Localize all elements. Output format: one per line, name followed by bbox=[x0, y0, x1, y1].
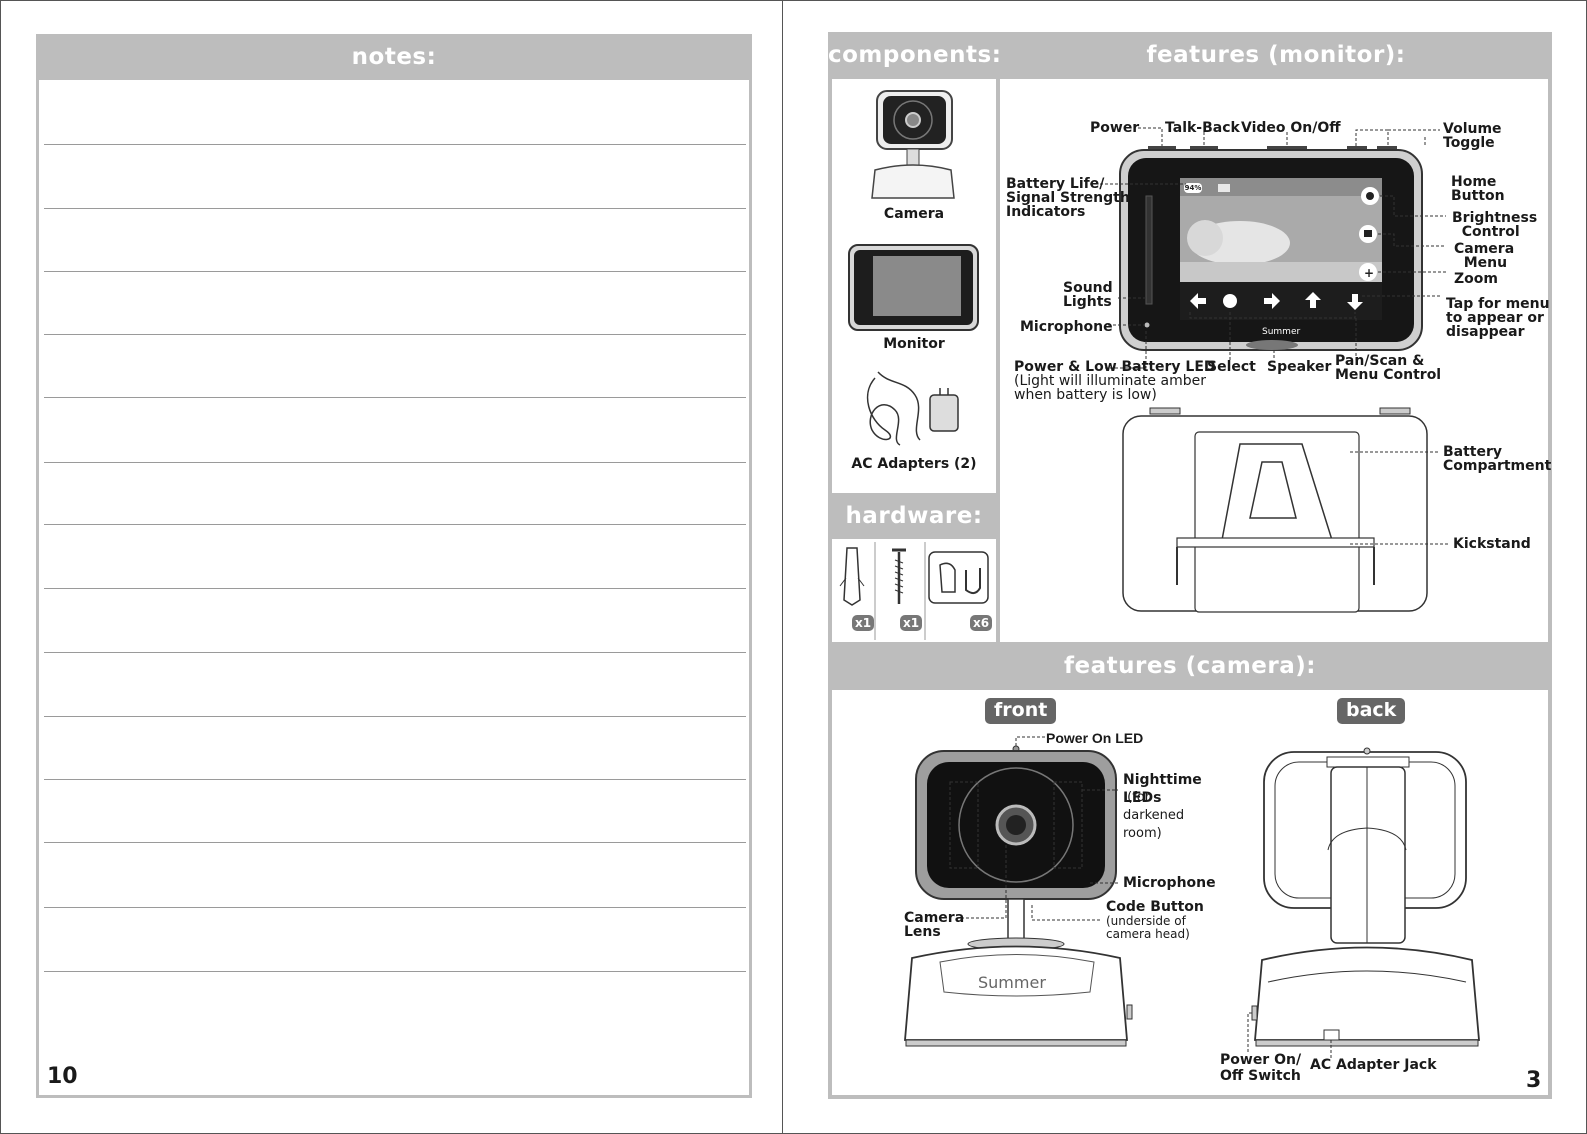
notes-line bbox=[44, 971, 746, 972]
notes-line bbox=[44, 334, 746, 335]
hardware-count-clips: x6 bbox=[970, 615, 993, 631]
notes-line bbox=[44, 524, 746, 525]
screen-battery-indicator: 94% bbox=[1184, 184, 1202, 192]
label-code-button: Code Button bbox=[1106, 899, 1204, 915]
camera-front-illustration: Summer bbox=[904, 745, 1133, 1047]
component-label-ac-adapters: AC Adapters (2) bbox=[851, 456, 977, 472]
label-home-button: Home Button bbox=[1451, 174, 1505, 204]
label-talkback: Talk-Back bbox=[1165, 120, 1240, 136]
page-number-left: 10 bbox=[47, 1064, 78, 1089]
hardware-illustrations bbox=[839, 542, 989, 640]
notes-line bbox=[44, 907, 746, 908]
back-tag: back bbox=[1337, 698, 1406, 724]
label-code-note: (underside of camera head) bbox=[1106, 914, 1190, 941]
camera-back-illustration bbox=[1251, 747, 1480, 1047]
notes-line bbox=[44, 842, 746, 843]
label-nighttime-leds: Nighttime LEDs bbox=[1123, 772, 1202, 806]
label-nighttime-note: (for darkened room) bbox=[1123, 790, 1185, 841]
label-camera-lens: Camera Lens bbox=[904, 910, 965, 940]
label-battery-signal: Battery Life/ Signal Strength Indicators bbox=[1006, 176, 1130, 220]
label-video-onoff: Video On/Off bbox=[1241, 120, 1341, 136]
hardware-heading: hardware: bbox=[845, 503, 983, 529]
label-volume-toggle: Volume Toggle bbox=[1443, 121, 1502, 151]
notes-line bbox=[44, 588, 746, 589]
components-heading: components: bbox=[828, 42, 1002, 68]
label-power-led-note: (Light will illuminate amber when batter… bbox=[1014, 373, 1206, 403]
ac-adapter-thumbnail bbox=[866, 371, 959, 446]
component-label-camera: Camera bbox=[883, 206, 945, 222]
label-speaker: Speaker bbox=[1267, 359, 1332, 375]
front-tag: front bbox=[985, 698, 1057, 724]
notes-line bbox=[44, 144, 746, 145]
label-power-switch: Power On/ Off Switch bbox=[1220, 1052, 1302, 1084]
label-brightness: Brightness Control bbox=[1452, 210, 1538, 240]
label-ac-adapter-jack: AC Adapter Jack bbox=[1310, 1057, 1437, 1073]
notes-heading: notes: bbox=[36, 34, 752, 80]
label-camera-microphone: Microphone bbox=[1123, 875, 1216, 891]
svg-text:+: + bbox=[1364, 266, 1374, 280]
label-zoom: Zoom bbox=[1454, 271, 1498, 287]
page-divider bbox=[782, 0, 783, 1134]
svg-text:Summer: Summer bbox=[1262, 327, 1300, 337]
label-sound-lights: Sound Lights bbox=[1063, 280, 1113, 310]
notes-line bbox=[44, 397, 746, 398]
camera-features-heading: features (camera): bbox=[1064, 653, 1316, 679]
notes-line bbox=[44, 462, 746, 463]
hardware-count-anchor: x1 bbox=[852, 615, 875, 631]
notes-panel bbox=[36, 34, 752, 1098]
camera-thumbnail bbox=[871, 90, 955, 199]
notes-line bbox=[44, 652, 746, 653]
camera-brand-logo: Summer bbox=[978, 973, 1046, 992]
hardware-count-screw: x1 bbox=[900, 615, 923, 631]
label-power-led: Power & Low Battery LED bbox=[1014, 359, 1216, 375]
label-battery-compartment: Battery Compartment bbox=[1443, 444, 1552, 474]
component-label-monitor: Monitor bbox=[883, 336, 945, 352]
notes-line bbox=[44, 208, 746, 209]
label-kickstand: Kickstand bbox=[1453, 536, 1531, 552]
label-select: Select bbox=[1207, 359, 1256, 375]
monitor-thumbnail bbox=[848, 244, 979, 331]
page-number-right: 3 bbox=[1526, 1068, 1542, 1093]
label-power-on-led: Power On LED bbox=[1046, 730, 1144, 746]
label-microphone: Microphone bbox=[1020, 319, 1113, 335]
notes-line bbox=[44, 271, 746, 272]
notes-line bbox=[44, 716, 746, 717]
label-camera-menu: Camera Menu bbox=[1454, 241, 1515, 271]
label-pan-scan: Pan/Scan & Menu Control bbox=[1335, 353, 1442, 383]
monitor-features-heading: features (monitor): bbox=[1146, 42, 1406, 68]
notes-line bbox=[44, 779, 746, 780]
label-power: Power bbox=[1090, 120, 1140, 136]
label-tap-menu: Tap for menu to appear or disappear bbox=[1446, 296, 1550, 340]
